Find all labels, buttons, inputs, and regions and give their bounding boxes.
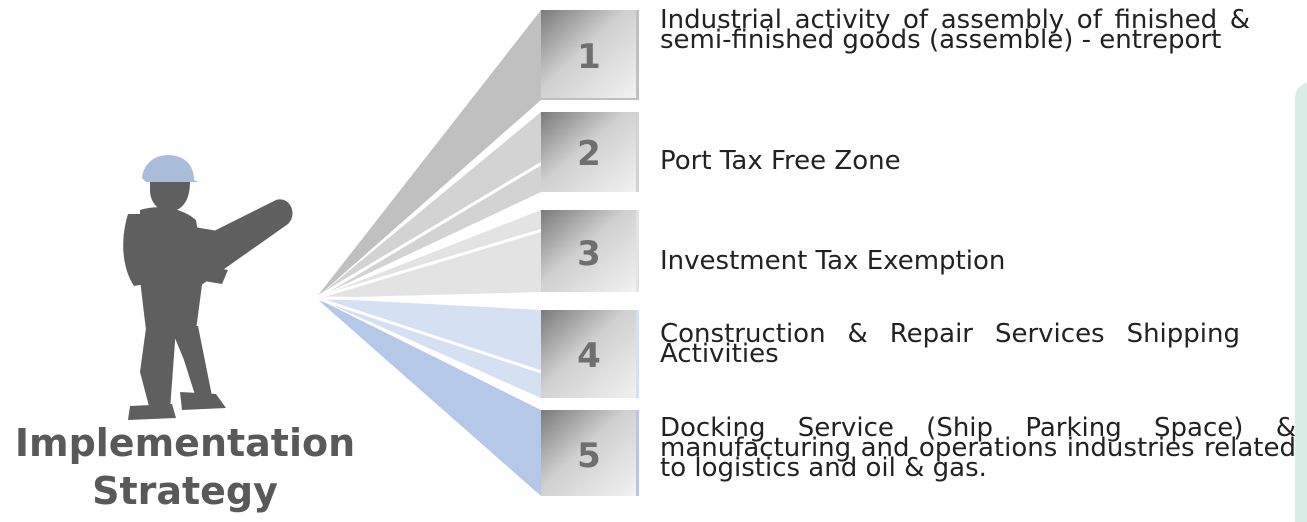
number-box-3 — [541, 210, 636, 292]
item-text-5: Docking Service (Ship Parking Space) & m… — [660, 413, 1296, 483]
title-line-1: Implementation — [14, 421, 356, 465]
worker-with-blueprint-icon — [123, 154, 293, 420]
item-number-4: 4 — [577, 336, 601, 376]
item-number-1: 1 — [577, 37, 601, 77]
title-line-2: Strategy — [92, 469, 278, 513]
item-number-5: 5 — [577, 436, 601, 476]
item-text-1: Industrial activity of assembly of finis… — [660, 5, 1250, 55]
number-box-5 — [541, 410, 636, 496]
item-text-4: Construction & Repair Services Shipping … — [660, 319, 1240, 369]
item-number-3: 3 — [577, 234, 601, 274]
item-text-2: Port Tax Free Zone — [660, 146, 901, 176]
item-text-3: Investment Tax Exemption — [660, 246, 1006, 276]
number-box-2 — [541, 112, 636, 192]
number-box-4 — [541, 310, 636, 398]
item-number-2: 2 — [577, 134, 601, 174]
side-panel — [1295, 82, 1307, 522]
number-box-1 — [541, 10, 636, 98]
